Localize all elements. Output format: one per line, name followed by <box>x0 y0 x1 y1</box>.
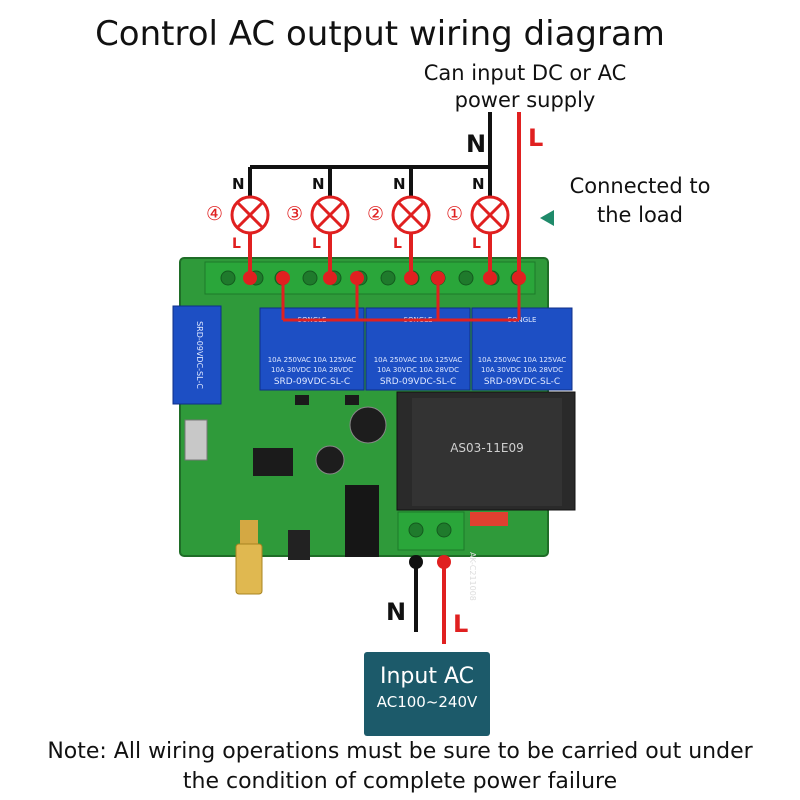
load-live-wires <box>248 233 492 276</box>
load-4-number: ④ <box>206 203 224 225</box>
load-1-number: ① <box>446 203 464 225</box>
input-terminal <box>397 511 465 551</box>
load-3-number: ③ <box>286 203 304 225</box>
safety-note-line2: the condition of complete power failure <box>182 769 618 794</box>
input-ac-box: Input AC AC100~240V <box>364 652 490 736</box>
load-label: Connected to the load <box>545 172 735 230</box>
lamp-3 <box>310 195 350 235</box>
relay-3-model: SRD-09VDC-SL-C <box>484 377 560 387</box>
terminal-strip <box>204 261 536 295</box>
supply-neutral-letter: N <box>466 130 487 158</box>
lamp-2 <box>391 195 431 235</box>
relay-1: SONGLE 10A 250VAC 10A 125VAC 10A 30VDC 1… <box>259 307 365 391</box>
relay-side-model: SRD-09VDC-SL-C <box>195 321 204 389</box>
input-neutral-dot <box>409 555 423 569</box>
relay-side: SRD-09VDC-SL-C <box>172 305 222 405</box>
supply-live-letter: L <box>528 124 544 152</box>
antenna-connector <box>235 520 263 595</box>
relay-3-rating2: 10A 30VDC 10A 28VDC <box>481 366 563 374</box>
lamp-4 <box>230 195 270 235</box>
safety-note: Note: All wiring operations must be sure… <box>0 737 800 797</box>
input-ac-range: AC100~240V <box>376 693 478 711</box>
input-neutral-letter: N <box>386 598 407 626</box>
power-module-label: AS03-11E09 <box>450 441 524 455</box>
safety-note-line1: Note: All wiring operations must be sure… <box>47 739 753 764</box>
input-ac-title: Input AC <box>380 664 474 689</box>
load-3-n: N <box>312 175 325 193</box>
load-4-l: L <box>232 236 241 252</box>
board-code: AK-C211008 <box>468 552 477 601</box>
load-3-l: L <box>312 236 321 252</box>
relay-1-rating2: 10A 30VDC 10A 28VDC <box>271 366 353 374</box>
load-2-number: ② <box>367 203 385 225</box>
load-pointer-icon <box>540 210 554 226</box>
load-1-n: N <box>472 175 485 193</box>
relay-2-rating2: 10A 30VDC 10A 28VDC <box>377 366 459 374</box>
relay-3-brand: SONGLE <box>508 316 537 324</box>
load-1-l: L <box>472 236 481 252</box>
pcb-components <box>184 395 508 560</box>
load-2-n: N <box>393 175 406 193</box>
load-4-n: N <box>232 175 245 193</box>
relay-1-rating1: 10A 250VAC 10A 125VAC <box>268 356 357 364</box>
input-live-dot <box>437 555 451 569</box>
input-live-letter: L <box>453 610 469 638</box>
power-module: AS03-11E09 <box>396 391 576 511</box>
supply-label-line1: Can input DC or AC <box>423 61 627 85</box>
relay-1-model: SRD-09VDC-SL-C <box>274 377 350 387</box>
relay-2-rating1: 10A 250VAC 10A 125VAC <box>374 356 463 364</box>
diagram-title: Control AC output wiring diagram <box>95 14 665 54</box>
relay-3-rating1: 10A 250VAC 10A 125VAC <box>478 356 567 364</box>
relay-2: SONGLE 10A 250VAC 10A 125VAC 10A 30VDC 1… <box>365 307 471 391</box>
lamp-1 <box>470 195 510 235</box>
neutral-drops <box>248 167 492 196</box>
load-label-line2: the load <box>596 203 684 227</box>
load-2-l: L <box>393 236 402 252</box>
relay-3: SONGLE 10A 250VAC 10A 125VAC 10A 30VDC 1… <box>471 307 573 391</box>
terminal-dots <box>243 271 526 285</box>
supply-label-line2: power supply <box>454 88 596 112</box>
relay-2-model: SRD-09VDC-SL-C <box>380 377 456 387</box>
supply-label: Can input DC or AC power supply <box>395 60 655 114</box>
load-label-line1: Connected to <box>569 174 711 198</box>
